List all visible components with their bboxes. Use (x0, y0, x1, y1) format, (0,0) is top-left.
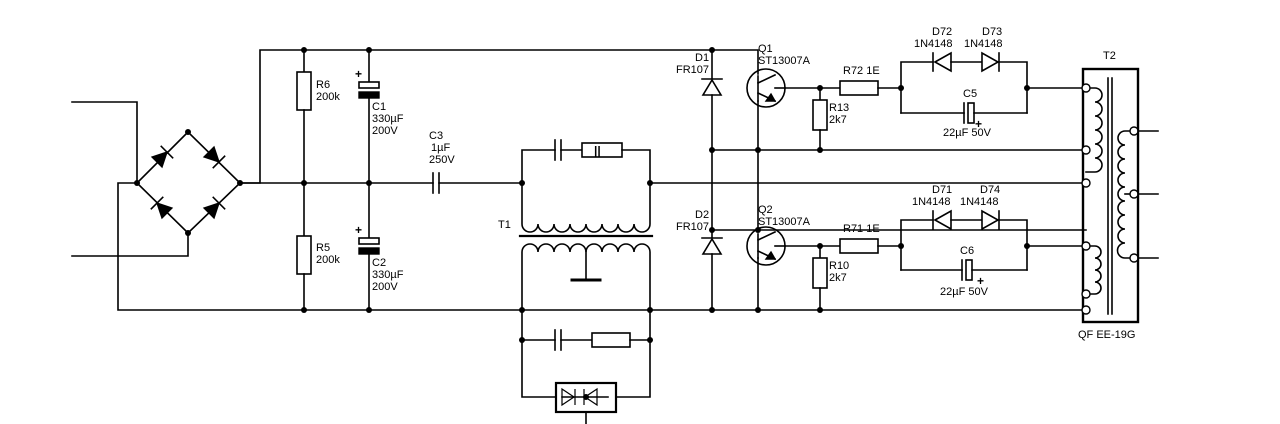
d1-ref: D1 (695, 52, 709, 64)
r71-resistor (784, 238, 902, 254)
r13-resistor (812, 87, 828, 151)
d71-value: 1N4148 (912, 196, 951, 208)
q2-value: ST13007A (758, 216, 811, 228)
r71-label: R71 1E (843, 223, 880, 235)
c2-ref: C2 (372, 257, 386, 269)
c1-plus: + (355, 67, 362, 81)
c3-value: 1µF (431, 142, 450, 154)
q1-ref: Q1 (758, 43, 773, 55)
r6-ref: R6 (316, 79, 330, 91)
c6-capacitor (900, 245, 1087, 281)
r10-ref: R10 (829, 260, 849, 272)
t1-lower-snubber (521, 309, 651, 398)
c3-ref: C3 (429, 130, 443, 142)
c3-voltage: 250V (429, 154, 455, 166)
d72-ref: D72 (932, 26, 952, 38)
c2-voltage: 200V (372, 281, 398, 293)
r10-value: 2k7 (829, 272, 847, 284)
c1-ref: C1 (372, 101, 386, 113)
t2-transformer (1081, 67, 1159, 324)
r72-resistor (784, 80, 902, 96)
d74-ref: D74 (980, 184, 1000, 196)
t1-box-symbol: || (594, 144, 601, 158)
r5-value: 200k (316, 254, 340, 266)
d72-d73-diodes (900, 51, 1028, 114)
t1-ref: T1 (498, 219, 511, 231)
d71-d74-diodes (900, 209, 1028, 271)
r13-value: 2k7 (829, 114, 847, 126)
c1-value: 330µF (372, 113, 404, 125)
q2-transistor (746, 226, 786, 311)
q1-value: ST13007A (758, 55, 811, 67)
t2-ref: T2 (1103, 50, 1116, 62)
d2-diode (701, 229, 723, 311)
r5-resistor (296, 182, 312, 311)
d1-diode (701, 49, 723, 231)
c5-value: 22µF 50V (943, 127, 992, 139)
r10-resistor (812, 245, 828, 311)
c5-ref: C5 (963, 88, 977, 100)
d73-value: 1N4148 (964, 38, 1003, 50)
q2-ref: Q2 (758, 204, 773, 216)
d1-value: FR107 (676, 64, 709, 76)
c1-voltage: 200V (372, 125, 398, 137)
t2-value: QF EE-19G (1078, 329, 1135, 341)
ac-input-wires (71, 101, 1087, 311)
c6-ref: C6 (960, 245, 974, 257)
c2-plus: + (355, 223, 362, 237)
q1-transistor (711, 49, 786, 231)
c3-capacitor (239, 172, 523, 194)
diac-component (554, 381, 618, 424)
junction-dots (134, 47, 1030, 343)
c2-capacitor (358, 182, 380, 311)
c1-capacitor (358, 49, 380, 184)
c6-value: 22µF 50V (940, 286, 989, 298)
t1-upper-snubber (521, 139, 651, 184)
r6-value: 200k (316, 91, 340, 103)
r13-ref: R13 (829, 102, 849, 114)
c5-capacitor (900, 87, 1087, 124)
d74-value: 1N4148 (960, 196, 999, 208)
t1-top-winding (521, 182, 1087, 233)
bridge-rectifier (135, 49, 713, 235)
d72-value: 1N4148 (914, 38, 953, 50)
t1-bottom-winding (521, 243, 651, 311)
r72-label: R72 1E (843, 65, 880, 77)
r5-ref: R5 (316, 242, 330, 254)
d2-ref: D2 (695, 209, 709, 221)
r6-resistor (296, 49, 312, 184)
d2-value: FR107 (676, 221, 709, 233)
c6-plus: + (977, 274, 984, 288)
c2-value: 330µF (372, 269, 404, 281)
c5-plus: + (975, 117, 982, 131)
d71-ref: D71 (932, 184, 952, 196)
d73-ref: D73 (982, 26, 1002, 38)
